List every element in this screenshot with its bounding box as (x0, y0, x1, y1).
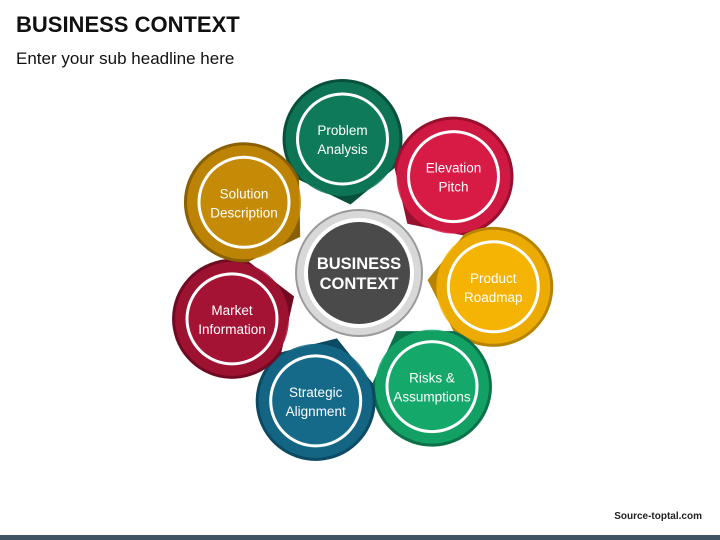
petal-label: Risks & Assumptions (393, 371, 471, 405)
center-label: BUSINESS CONTEXT (317, 255, 401, 293)
petal-disc (197, 155, 291, 249)
petal-label-line: Solution (220, 186, 269, 201)
petal-disc (269, 354, 363, 448)
petal-label-line: Strategic (289, 385, 343, 400)
petal-disc (385, 340, 479, 434)
slide-title: BUSINESS CONTEXT (16, 12, 240, 37)
petal-label-line: Market (211, 303, 253, 318)
petal-risks-assumptions: Risks & Assumptions (371, 329, 492, 447)
petal-label-line: Problem (317, 123, 367, 138)
center-label-line: CONTEXT (320, 275, 399, 293)
petal-label-line: Risks & (409, 371, 455, 386)
petal-label-line: Elevation (426, 161, 482, 176)
petal-label-line: Product (470, 271, 517, 286)
petal-disc (185, 272, 279, 366)
center-label-line: BUSINESS (317, 255, 401, 273)
petal-label-line: Analysis (317, 142, 368, 157)
slide-subtitle: Enter your sub headline here (16, 49, 235, 68)
petal-label-line: Pitch (438, 180, 468, 195)
petal-disc (296, 92, 389, 186)
petal-label-line: Alignment (286, 404, 346, 419)
petal-label-line: Roadmap (464, 290, 523, 305)
petal-disc (446, 240, 540, 334)
petal-label-line: Description (210, 205, 278, 220)
footer-bar (0, 535, 720, 540)
petal-label-line: Information (198, 322, 266, 337)
petal-label-line: Assumptions (393, 390, 471, 405)
source-credit: Source-toptal.com (614, 511, 702, 522)
center-disc (308, 222, 410, 324)
petal-disc (407, 130, 500, 224)
center-hub: BUSINESS CONTEXT (295, 209, 423, 337)
